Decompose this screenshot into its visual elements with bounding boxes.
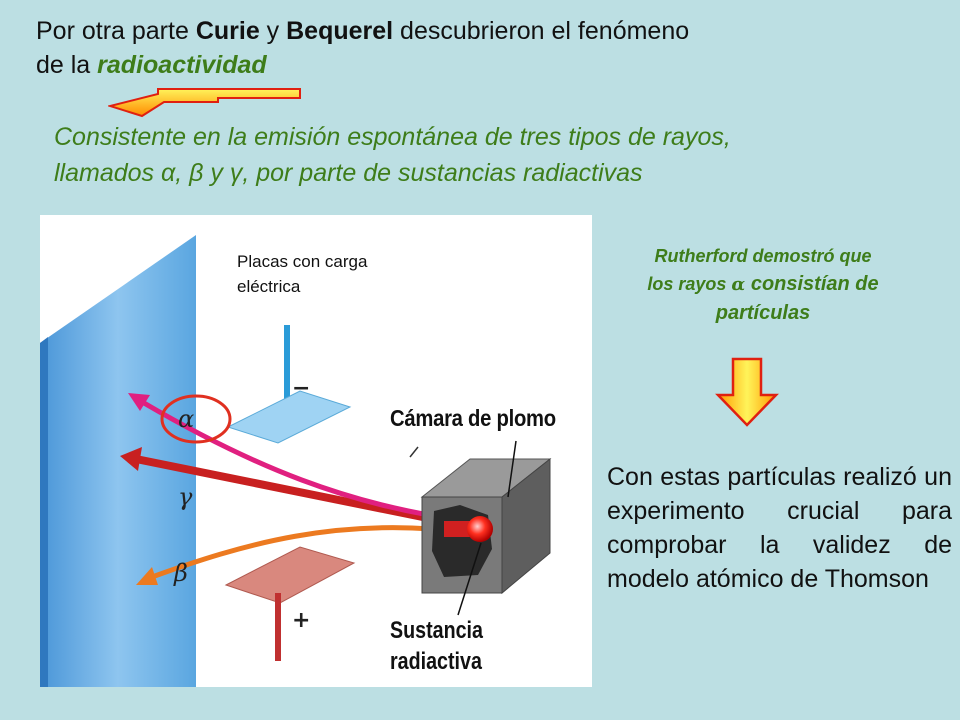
rutherford-line-1: Rutherford demostró que xyxy=(654,246,872,266)
rutherford-line-3: partículas xyxy=(715,302,811,324)
negative-plate-rod xyxy=(284,325,290,417)
rutherford-line-2: los rayos α consistían de xyxy=(598,270,928,299)
alpha-arrowhead xyxy=(128,393,150,411)
camara-leader-line xyxy=(507,440,517,498)
plates-label-line-1: Placas con carga xyxy=(237,252,368,271)
plus-sign: + xyxy=(292,608,310,633)
radioactive-source xyxy=(467,516,493,542)
diagram-drawing: α γ β − + xyxy=(40,235,552,687)
subtitle-line-2: llamados α, β y γ, por parte de sustanci… xyxy=(54,159,643,187)
gamma-label: γ xyxy=(178,483,193,511)
positive-plate-rod xyxy=(275,593,281,661)
alpha-label: α xyxy=(178,405,194,433)
beta-arrowhead xyxy=(136,567,158,585)
detection-screen xyxy=(40,235,196,687)
thomson-paragraph: Con estas partículas realizó un experime… xyxy=(607,463,952,593)
subtitle-line-1: Consistente en la emisión espontánea de … xyxy=(54,123,731,151)
sustancia-line-2: radiactiva xyxy=(390,648,482,675)
title-line-2: de la radioactividad xyxy=(36,48,936,82)
subtitle: Consistente en la emisión espontánea de … xyxy=(54,119,944,191)
plates-label-line-2: eléctrica xyxy=(237,277,301,296)
curie-name: Curie xyxy=(195,17,260,45)
title-text: y xyxy=(259,17,287,45)
radioactividad-term: radioactividad xyxy=(97,51,267,79)
negative-plate xyxy=(226,390,352,444)
minus-sign: − xyxy=(292,376,310,401)
pointer-arrow-icon xyxy=(108,88,301,118)
gamma-arrowhead xyxy=(120,447,142,471)
alpha-highlight-circle xyxy=(160,394,232,444)
positive-plate xyxy=(224,546,356,604)
sustancia-label: Sustancia radiactiva xyxy=(390,615,483,677)
camara-label: Cámara de plomo xyxy=(390,405,556,431)
gamma-ray xyxy=(135,455,473,531)
rutherford-note: Rutherford demostró que los rayos α cons… xyxy=(598,242,928,327)
radiation-diagram: α γ β − + Placas con carga eléctrica Cám… xyxy=(40,215,592,687)
sustancia-line-1: Sustancia xyxy=(390,617,483,644)
title-line-1: Por otra parte Curie y Bequerel descubri… xyxy=(36,14,936,48)
beta-ray xyxy=(151,525,471,580)
rutherford-text: consistían de xyxy=(745,273,879,295)
screen-edge xyxy=(40,337,48,687)
rutherford-alpha: α xyxy=(731,274,746,295)
title-text: Por otra parte xyxy=(36,17,196,45)
sustancia-leader-line xyxy=(457,542,482,616)
title-text: descubrieron el fenómeno xyxy=(393,17,690,45)
plates-label: Placas con carga eléctrica xyxy=(237,249,437,299)
slide-title: Por otra parte Curie y Bequerel descubri… xyxy=(36,14,936,82)
beta-label: β xyxy=(173,559,188,587)
small-mark xyxy=(409,446,419,458)
down-arrow-icon xyxy=(715,357,779,427)
rutherford-text: los rayos xyxy=(647,274,732,294)
title-text: de la xyxy=(36,51,98,79)
bequerel-name: Bequerel xyxy=(286,17,394,45)
